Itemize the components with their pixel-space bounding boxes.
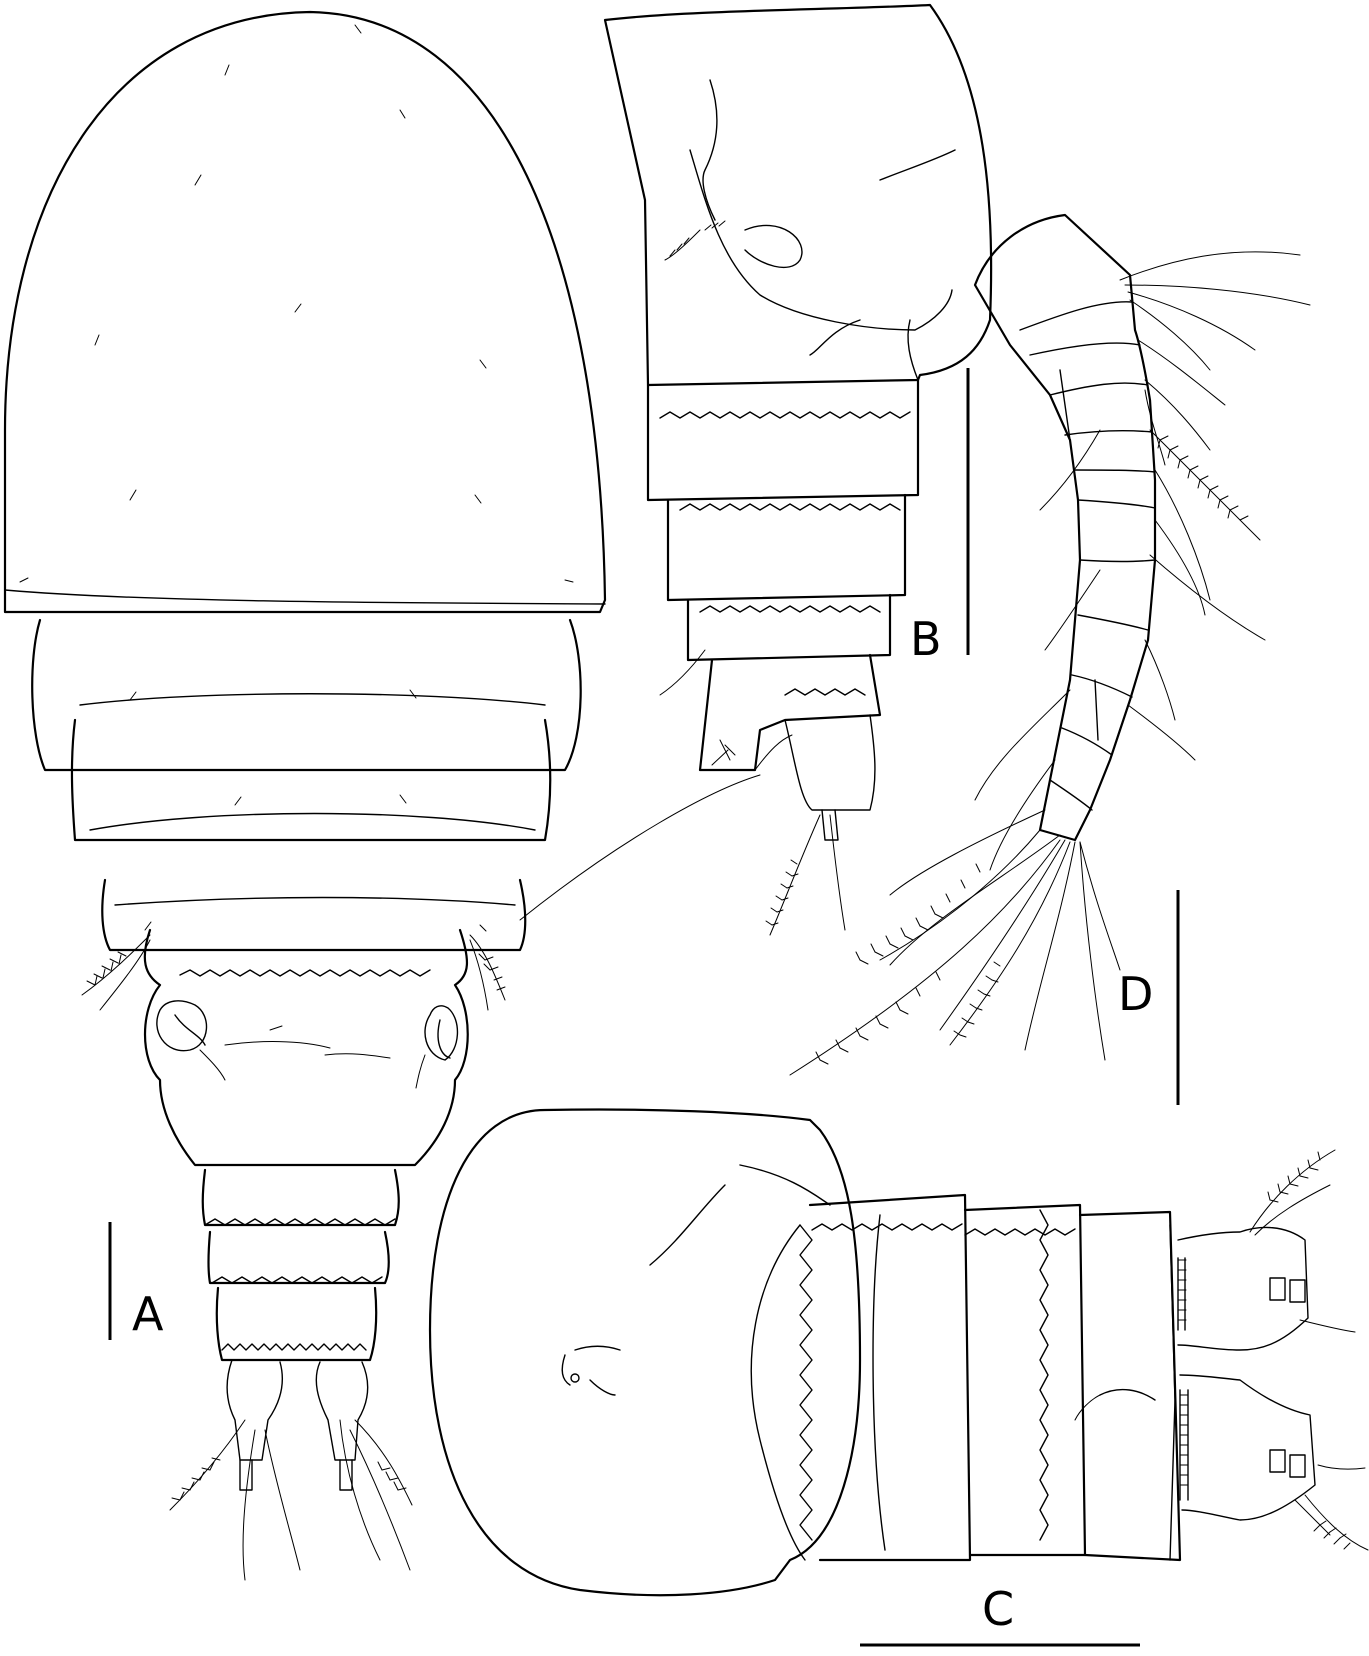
panel-a-pedigerous-somite-2 [31, 618, 582, 772]
panel-a-genital-double-somite [143, 928, 469, 1167]
panel-c-urosome-drawing: C [428, 1108, 1369, 1647]
panel-a-pedigerous-somite-4 [101, 878, 527, 952]
panel-a-label: A [132, 1287, 164, 1341]
panel-a-habitus-drawing: A [3, 10, 607, 1581]
panel-d-antennule-drawing: D [789, 213, 1311, 1105]
connector-seta [519, 774, 761, 921]
panel-a-pedigerous-somite-3 [70, 718, 552, 842]
panel-b-urosome-drawing: B [603, 3, 993, 936]
panel-a-abdominal-somite-2 [201, 1168, 400, 1227]
panel-a-anal-somite [215, 1286, 378, 1362]
panel-a-abdominal-somite-3 [207, 1230, 390, 1285]
panel-a-cephalothorax [3, 10, 607, 614]
panel-a-caudal-ramus-left [226, 1359, 283, 1461]
panel-c-label: C [982, 1582, 1014, 1636]
panel-d-label: D [1118, 967, 1153, 1021]
panel-b-caudal-ramus [784, 714, 876, 811]
panel-c-caudal-ramus-lower [1179, 1374, 1316, 1521]
panel-b-label: B [910, 612, 942, 666]
panel-d-antennule-segments [973, 213, 1157, 842]
panel-c-caudal-ramus-upper [1177, 1226, 1309, 1351]
panel-a-caudal-ramus-right [315, 1361, 369, 1461]
panel-c-genital-double-somite [428, 1108, 862, 1597]
panel-b-genital-somite [603, 3, 993, 387]
